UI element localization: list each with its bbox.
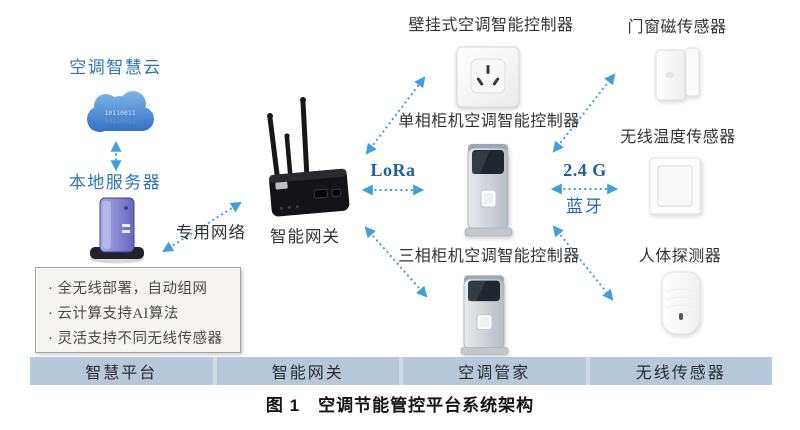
pir-sensor-icon xyxy=(658,270,704,341)
wall-socket-icon xyxy=(456,46,520,113)
cloud-binary-row-mid: 10110011 xyxy=(104,109,135,117)
feature-item: 全无线部署，自动组网 xyxy=(48,277,236,302)
layer-smart-gateway: 智能网关 xyxy=(216,357,399,385)
door-sensor-label: 门窗磁传感器 xyxy=(627,19,727,36)
layer-smart-platform: 智慧平台 xyxy=(30,357,213,385)
feature-box: 全无线部署，自动组网 云计算支持AI算法 灵活支持不同无线传感器 xyxy=(35,267,241,353)
three-phase-controller-label: 三相柜机空调智能控制器 xyxy=(398,248,580,265)
server-label: 本地服务器 xyxy=(68,173,162,192)
freq-label: 2.4 G xyxy=(563,160,607,180)
temp-sensor-icon xyxy=(648,156,704,221)
cloud-binary-row-top: 10110011 xyxy=(104,101,135,109)
lora-label: LoRa xyxy=(370,160,416,180)
feature-item: 灵活支持不同无线传感器 xyxy=(48,327,236,352)
cloud-binary-row-bottom: 10110011 xyxy=(104,117,135,125)
gateway-label: 智能网关 xyxy=(270,227,340,246)
wall-controller-label: 壁挂式空调智能控制器 xyxy=(408,17,574,34)
feature-item: 云计算支持AI算法 xyxy=(48,302,236,327)
three-phase-controller-icon xyxy=(458,272,514,361)
single-phase-controller-label: 单相柜机空调智能控制器 xyxy=(398,113,580,130)
gateway-router-icon xyxy=(256,90,356,240)
cloud-icon: 10110011 10110011 10110011 xyxy=(76,83,164,142)
cloud-label: 空调智慧云 xyxy=(69,58,162,77)
server-icon xyxy=(86,194,148,269)
figure-caption: 图 1 空调节能管控平台系统架构 xyxy=(265,396,535,415)
single-phase-controller-icon xyxy=(462,140,518,243)
layer-bar: 智慧平台 智能网关 空调管家 无线传感器 xyxy=(30,357,772,385)
bluetooth-label: 蓝牙 xyxy=(566,197,604,216)
temp-sensor-label: 无线温度传感器 xyxy=(620,129,736,146)
layer-wireless-sensors: 无线传感器 xyxy=(589,357,772,385)
pir-sensor-label: 人体探测器 xyxy=(638,248,722,265)
layer-ac-manager: 空调管家 xyxy=(403,357,586,385)
door-sensor-icon xyxy=(650,44,704,107)
private-network-label: 专用网络 xyxy=(176,223,246,242)
